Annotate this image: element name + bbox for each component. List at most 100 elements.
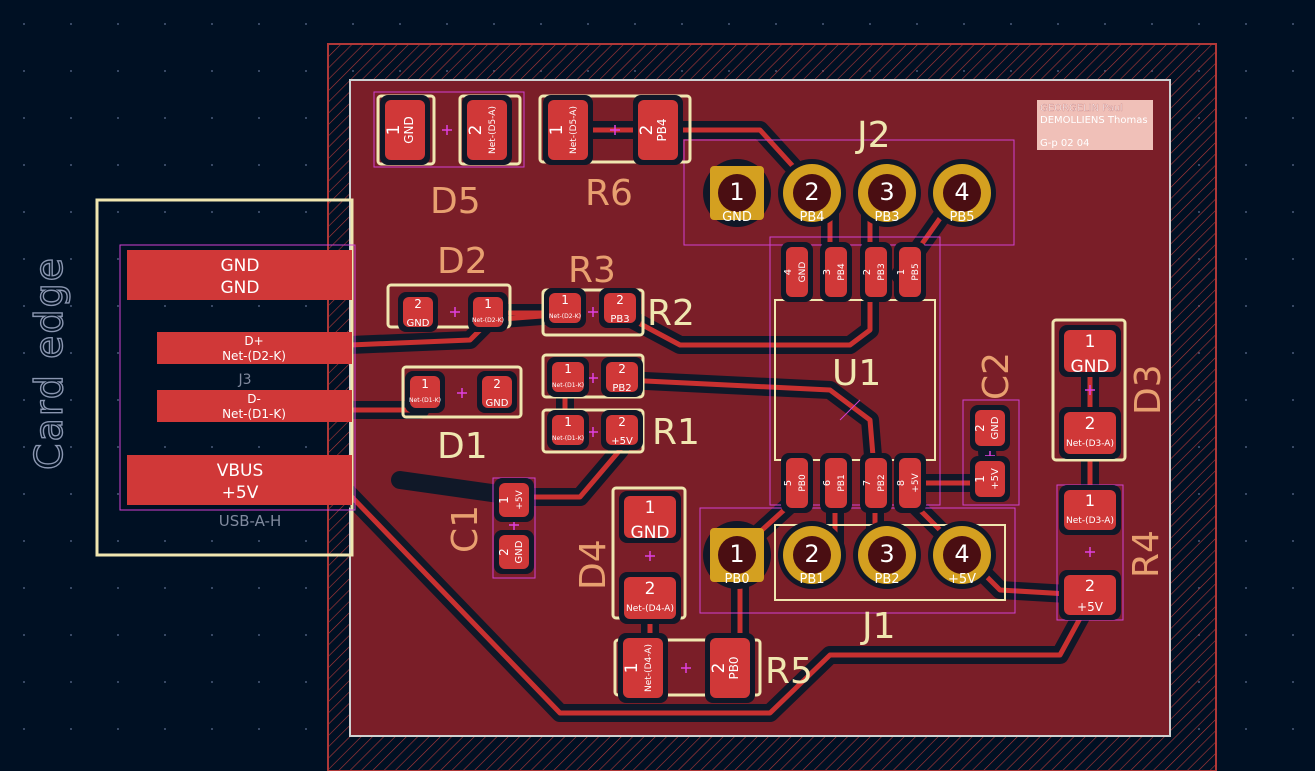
d5-courtyard bbox=[373, 91, 525, 168]
pad-number: 2 bbox=[709, 663, 729, 674]
pad-copper bbox=[1064, 412, 1116, 454]
r3-silk bbox=[541, 288, 645, 337]
pad-r1_2[interactable]: 2+5V bbox=[601, 410, 643, 450]
pad-j1_4[interactable]: 4+5V bbox=[928, 521, 996, 589]
ref-j1: J1 bbox=[860, 606, 896, 647]
center-mark bbox=[1085, 385, 1095, 395]
pad-net: Net-(D1-K) bbox=[409, 397, 441, 404]
pad-c1_1[interactable]: 1+5V bbox=[494, 478, 534, 522]
pad-u1_5[interactable]: 5 PB0 bbox=[781, 453, 813, 513]
pad-number: 1 bbox=[1085, 491, 1095, 510]
pad-net: Net-(D2-K) bbox=[549, 313, 581, 320]
pad-number: 2 bbox=[616, 293, 624, 307]
pad-number: 1 bbox=[896, 269, 907, 275]
pad-copper bbox=[975, 410, 1005, 446]
pad-number: 2 bbox=[973, 424, 987, 432]
center-mark bbox=[645, 551, 655, 561]
pad-number: 5 bbox=[783, 480, 794, 486]
title-line1: GEORGELIN Paul bbox=[1040, 103, 1123, 114]
pad-c2_1[interactable]: 1+5V bbox=[970, 456, 1010, 502]
pad-net: PB5 bbox=[949, 210, 974, 225]
pad-net: Net-(D3-A) bbox=[1066, 439, 1114, 449]
center-mark bbox=[1085, 547, 1095, 557]
pad-net: GND bbox=[407, 318, 430, 329]
ref-r5: R5 bbox=[765, 651, 813, 692]
usb-pin-dplus[interactable] bbox=[157, 332, 352, 364]
usb-pin-gnd[interactable] bbox=[127, 250, 352, 300]
pad-number: 1 bbox=[564, 415, 572, 429]
pad-drill bbox=[718, 536, 756, 574]
center-mark bbox=[457, 388, 467, 398]
u1-footprint[interactable] bbox=[769, 236, 941, 506]
pad-copper bbox=[975, 461, 1005, 497]
pad-number: 3 bbox=[822, 269, 833, 275]
c2-courtyard bbox=[962, 399, 1020, 506]
pad-number: 1 bbox=[729, 540, 744, 568]
usb-pin-vbus[interactable] bbox=[127, 455, 352, 505]
usb-pin-dminus-line2: Net-(D1-K) bbox=[222, 407, 286, 421]
usb-connector-j3[interactable]: GND GND D+ Net-(D2-K) J3 D- Net-(D1-K) V… bbox=[95, 198, 356, 557]
pad-net: GND bbox=[631, 523, 670, 543]
pad-copper bbox=[1064, 330, 1116, 372]
title-line2: DEMOLLIENS Thomas bbox=[1040, 115, 1148, 126]
pad-number: 1 bbox=[561, 293, 569, 307]
pad-u1_8[interactable]: 8+5V bbox=[894, 453, 926, 513]
pad-net: Net-(D1-K) bbox=[552, 435, 584, 442]
pad-copper bbox=[549, 293, 581, 323]
usb-ref-label: J3 bbox=[237, 372, 251, 388]
pad-number: 2 bbox=[804, 178, 819, 206]
pad-net: +5V bbox=[1077, 600, 1104, 614]
pad-net: Net-(D3-A) bbox=[1066, 516, 1114, 526]
pad-number: 1 bbox=[497, 496, 511, 504]
usb-pin-vbus-line2: +5V bbox=[222, 483, 259, 503]
pad-net: GND bbox=[798, 262, 808, 283]
pad-copper bbox=[865, 247, 887, 297]
pad-copper bbox=[552, 415, 584, 445]
pad-net: PB0 bbox=[798, 474, 808, 492]
pad-copper bbox=[710, 638, 750, 698]
ref-r4: R4 bbox=[1126, 530, 1167, 578]
usb-pin-dminus[interactable] bbox=[157, 390, 352, 422]
ref-u1: U1 bbox=[832, 353, 881, 394]
usb-pin-vbus-line1: VBUS bbox=[217, 461, 264, 481]
pad-r4_2[interactable]: 2+5V bbox=[1059, 570, 1121, 620]
pad-net: GND bbox=[990, 416, 1001, 439]
center-mark bbox=[588, 427, 598, 437]
